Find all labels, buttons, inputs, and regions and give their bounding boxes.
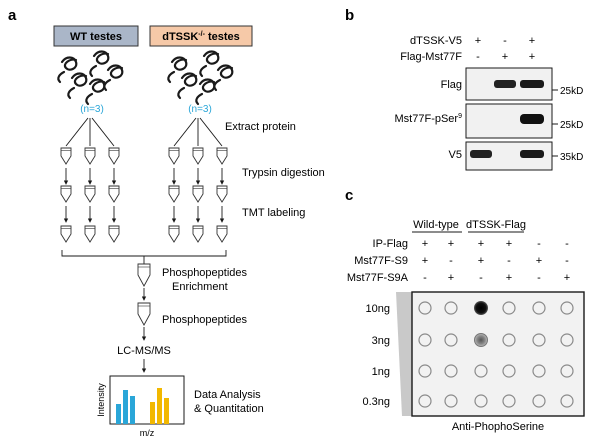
svg-text:-: -: [503, 35, 507, 47]
panel-a: a WT testes dTSSK-/- testes (n=3) (n=3): [8, 7, 325, 438]
row-label-flag-mst77f: Flag-Mst77F: [400, 51, 462, 63]
row-label-mst77f-s9: Mst77F-S9: [354, 255, 408, 267]
svg-text:-: -: [565, 255, 569, 267]
svg-text:-: -: [537, 272, 541, 284]
panel-c-letter: c: [345, 187, 353, 204]
svg-text:+: +: [448, 272, 454, 284]
spectrum-y-label: Intensity: [96, 383, 106, 417]
svg-text:-: -: [476, 51, 480, 63]
tube-row-3: [60, 225, 228, 243]
spectrum-bars-blue: [116, 390, 135, 424]
step-analysis-line1: Data Analysis: [194, 389, 261, 401]
panel-b: b dTSSK-V5 Flag-Mst77F + - + - + + Flag …: [345, 7, 583, 171]
dtssk-testes-label: dTSSK-/- testes: [162, 31, 240, 43]
phospho-tube: [137, 302, 151, 326]
arrows-row-2: [63, 206, 225, 223]
step-enrichment-line1: Phosphopeptides: [162, 267, 248, 279]
dilution-wedge: [396, 292, 412, 416]
svg-text:+: +: [502, 51, 508, 63]
dtssk-testes-box: [149, 25, 253, 47]
svg-text:+: +: [529, 51, 535, 63]
group-label-dtssk-flag: dTSSK-Flag: [466, 219, 526, 231]
svg-text:+: +: [475, 35, 481, 47]
n-label-right: (n=3): [188, 104, 212, 115]
panel-a-letter: a: [8, 7, 17, 24]
svg-text:-: -: [507, 255, 511, 267]
svg-text:-: -: [565, 238, 569, 250]
tube-row-2: [60, 185, 228, 203]
pool-bracket: [61, 250, 227, 264]
step-lcms: LC-MS/MS: [117, 345, 171, 357]
blot-label-pser9: Mst77F-pSer9: [395, 113, 463, 125]
group-label-wild-type: Wild-type: [413, 219, 459, 231]
blot-flag-band-3: [520, 80, 544, 88]
dot-blot-membrane: [411, 291, 585, 417]
panel-b-signs: + - + - + +: [475, 35, 535, 63]
blot-label-flag: Flag: [441, 79, 462, 91]
spectrum-x-label: m/z: [140, 428, 155, 438]
svg-text:+: +: [529, 35, 535, 47]
wt-testes-label: WT testes: [70, 31, 122, 43]
blot-pser9-size: 25kD: [560, 120, 583, 131]
blot-v5-size: 35kD: [560, 152, 583, 163]
spectrum-chart: Intensity m/z: [96, 375, 185, 438]
svg-text:+: +: [478, 238, 484, 250]
svg-text:+: +: [506, 272, 512, 284]
spectrum-frame: [109, 375, 185, 425]
svg-text:+: +: [422, 255, 428, 267]
svg-text:-: -: [479, 272, 483, 284]
n-label-left: (n=3): [80, 104, 104, 115]
blot-pser9-band-3: [520, 114, 544, 124]
step-trypsin-digestion: Trypsin digestion: [242, 167, 325, 179]
step-phosphopeptides: Phosphopeptides: [162, 314, 248, 326]
testes-illustration-left: [57, 50, 124, 106]
amount-1ng: 1ng: [372, 366, 390, 378]
amount-10ng: 10ng: [366, 303, 390, 315]
svg-text:+: +: [536, 255, 542, 267]
amount-0-3ng: 0.3ng: [362, 396, 390, 408]
step-tmt-labeling: TMT labeling: [242, 207, 305, 219]
svg-text:+: +: [448, 238, 454, 250]
svg-text:+: +: [478, 255, 484, 267]
svg-text:-: -: [449, 255, 453, 267]
svg-text:-: -: [423, 272, 427, 284]
dot-mid-signal: [474, 333, 488, 347]
wt-testes-box: [53, 25, 139, 47]
blot-v5-band-1: [470, 150, 492, 158]
panel-c-signs: + + + + - - + - + - + - - + - + - +: [422, 238, 570, 284]
step-analysis-line2: & Quantitation: [194, 403, 264, 415]
svg-text:-: -: [537, 238, 541, 250]
blot-flag-size: 25kD: [560, 86, 583, 97]
svg-text:+: +: [422, 238, 428, 250]
blot-v5-band-3: [520, 150, 544, 158]
dot-blot-spots: [418, 301, 574, 408]
amount-3ng: 3ng: [372, 335, 390, 347]
spectrum-bars-yellow: [150, 388, 169, 424]
svg-text:+: +: [564, 272, 570, 284]
fan-lines: [65, 117, 223, 147]
testes-illustration-right: [167, 50, 234, 106]
row-label-ip-flag: IP-Flag: [373, 238, 408, 250]
blot-flag-band-2: [494, 80, 516, 88]
svg-text:+: +: [506, 238, 512, 250]
panel-c: c Wild-type dTSSK-Flag IP-Flag Mst77F-S9…: [345, 187, 585, 433]
step-extract-protein: Extract protein: [225, 121, 296, 133]
dot-strong-signal: [474, 301, 488, 315]
panel-b-letter: b: [345, 7, 354, 24]
blot-label-v5: V5: [449, 149, 462, 161]
enrichment-tube: [137, 263, 151, 287]
dot-blot-footer: Anti-PhophoSerine: [452, 421, 544, 433]
row-label-mst77f-s9a: Mst77F-S9A: [347, 272, 409, 284]
row-label-dtssk-v5: dTSSK-V5: [410, 35, 462, 47]
arrows-row-1: [63, 168, 225, 185]
step-enrichment-line2: Enrichment: [172, 281, 228, 293]
tube-row-1: [60, 147, 228, 165]
